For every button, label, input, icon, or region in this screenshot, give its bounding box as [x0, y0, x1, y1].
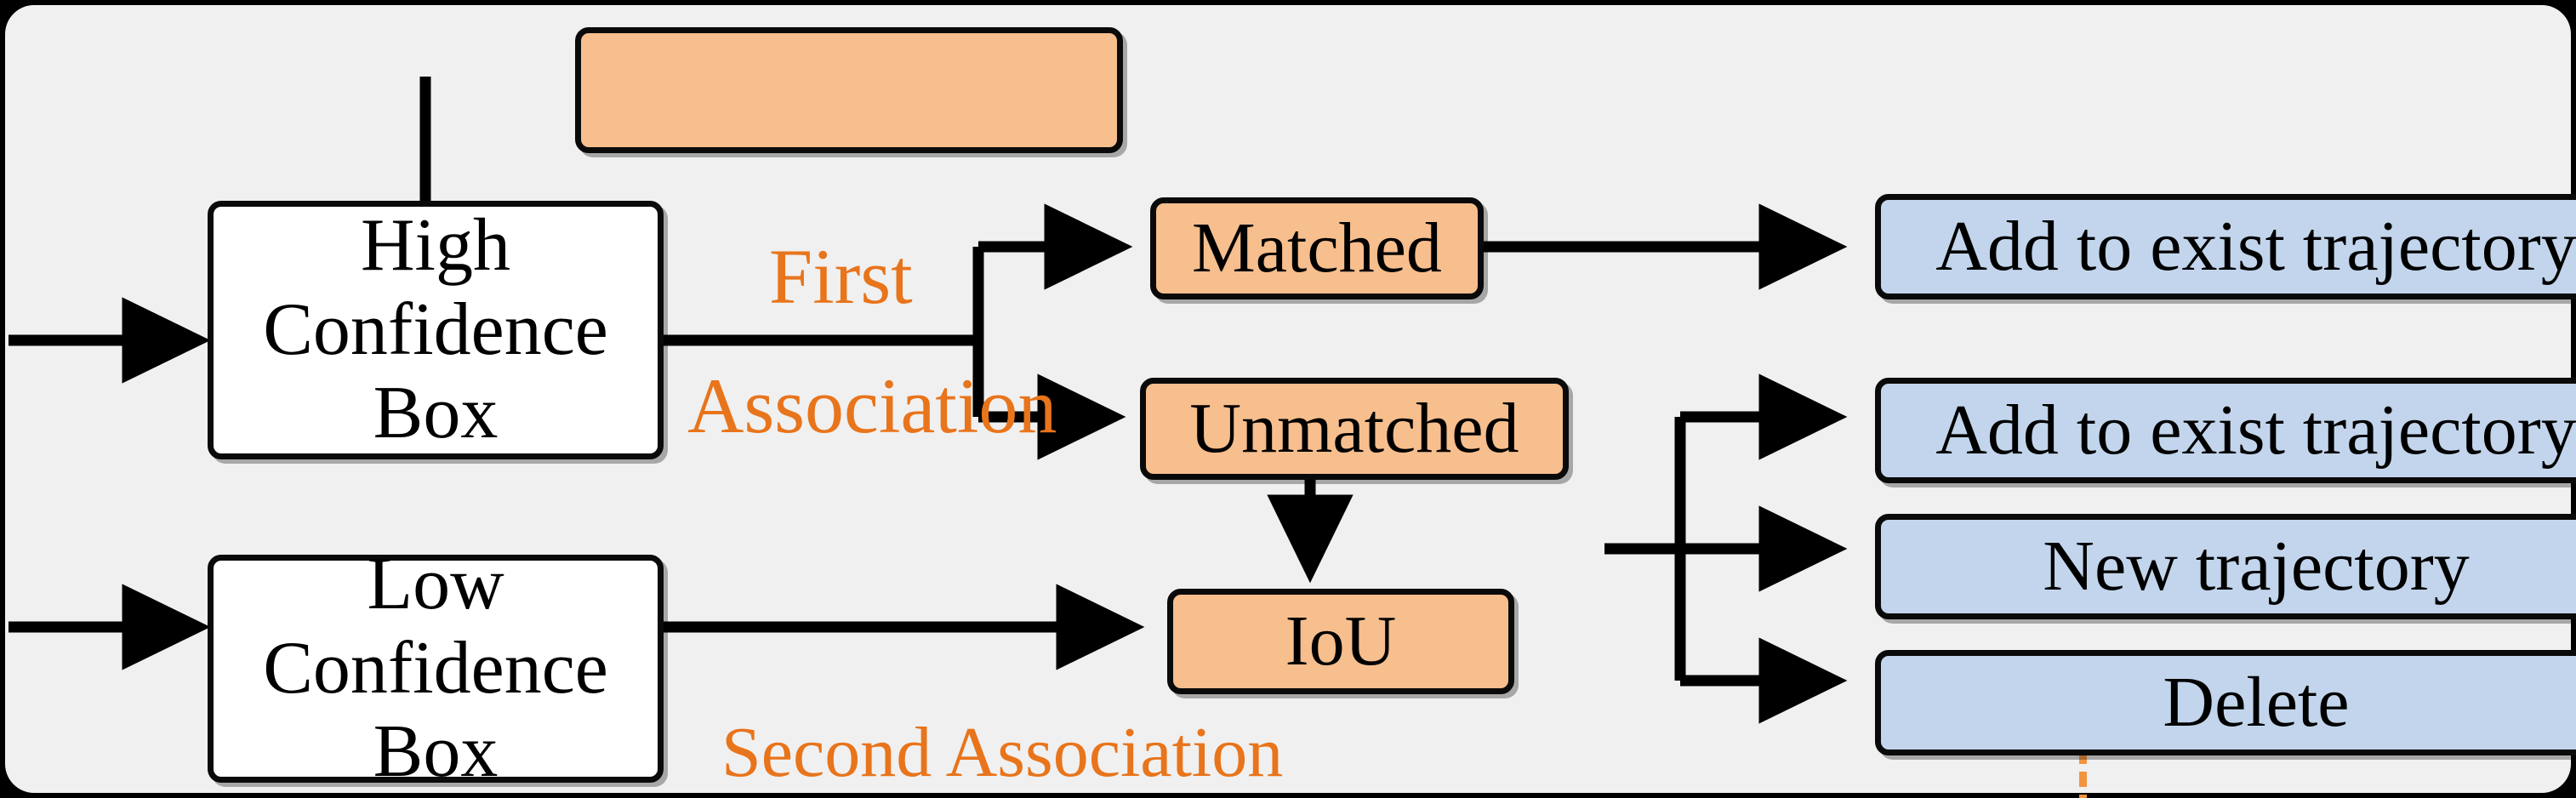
label-second-association: Second Association — [721, 713, 1284, 792]
node-add-to-exist-trajectory-bottom[interactable]: Add to exist trajectory — [1875, 378, 2576, 483]
node-high-confidence-box[interactable]: High Confidence Box — [208, 201, 664, 459]
node-add-to-exist-trajectory-top[interactable]: Add to exist trajectory — [1875, 194, 2576, 299]
label-first: First — [769, 233, 913, 320]
node-low-confidence-box[interactable]: Low Confidence Box — [208, 543, 664, 793]
node-new-trajectory[interactable]: New trajectory — [1875, 514, 2576, 619]
node-matched[interactable]: Matched — [1150, 197, 1484, 299]
node-unmatched[interactable]: Unmatched — [1140, 378, 1569, 480]
node-predict-tractlet[interactable] — [575, 27, 1123, 153]
node-iou[interactable]: IoU — [1167, 589, 1514, 694]
label-association: Association — [687, 362, 1057, 449]
node-delete[interactable]: Delete — [1875, 650, 2576, 755]
